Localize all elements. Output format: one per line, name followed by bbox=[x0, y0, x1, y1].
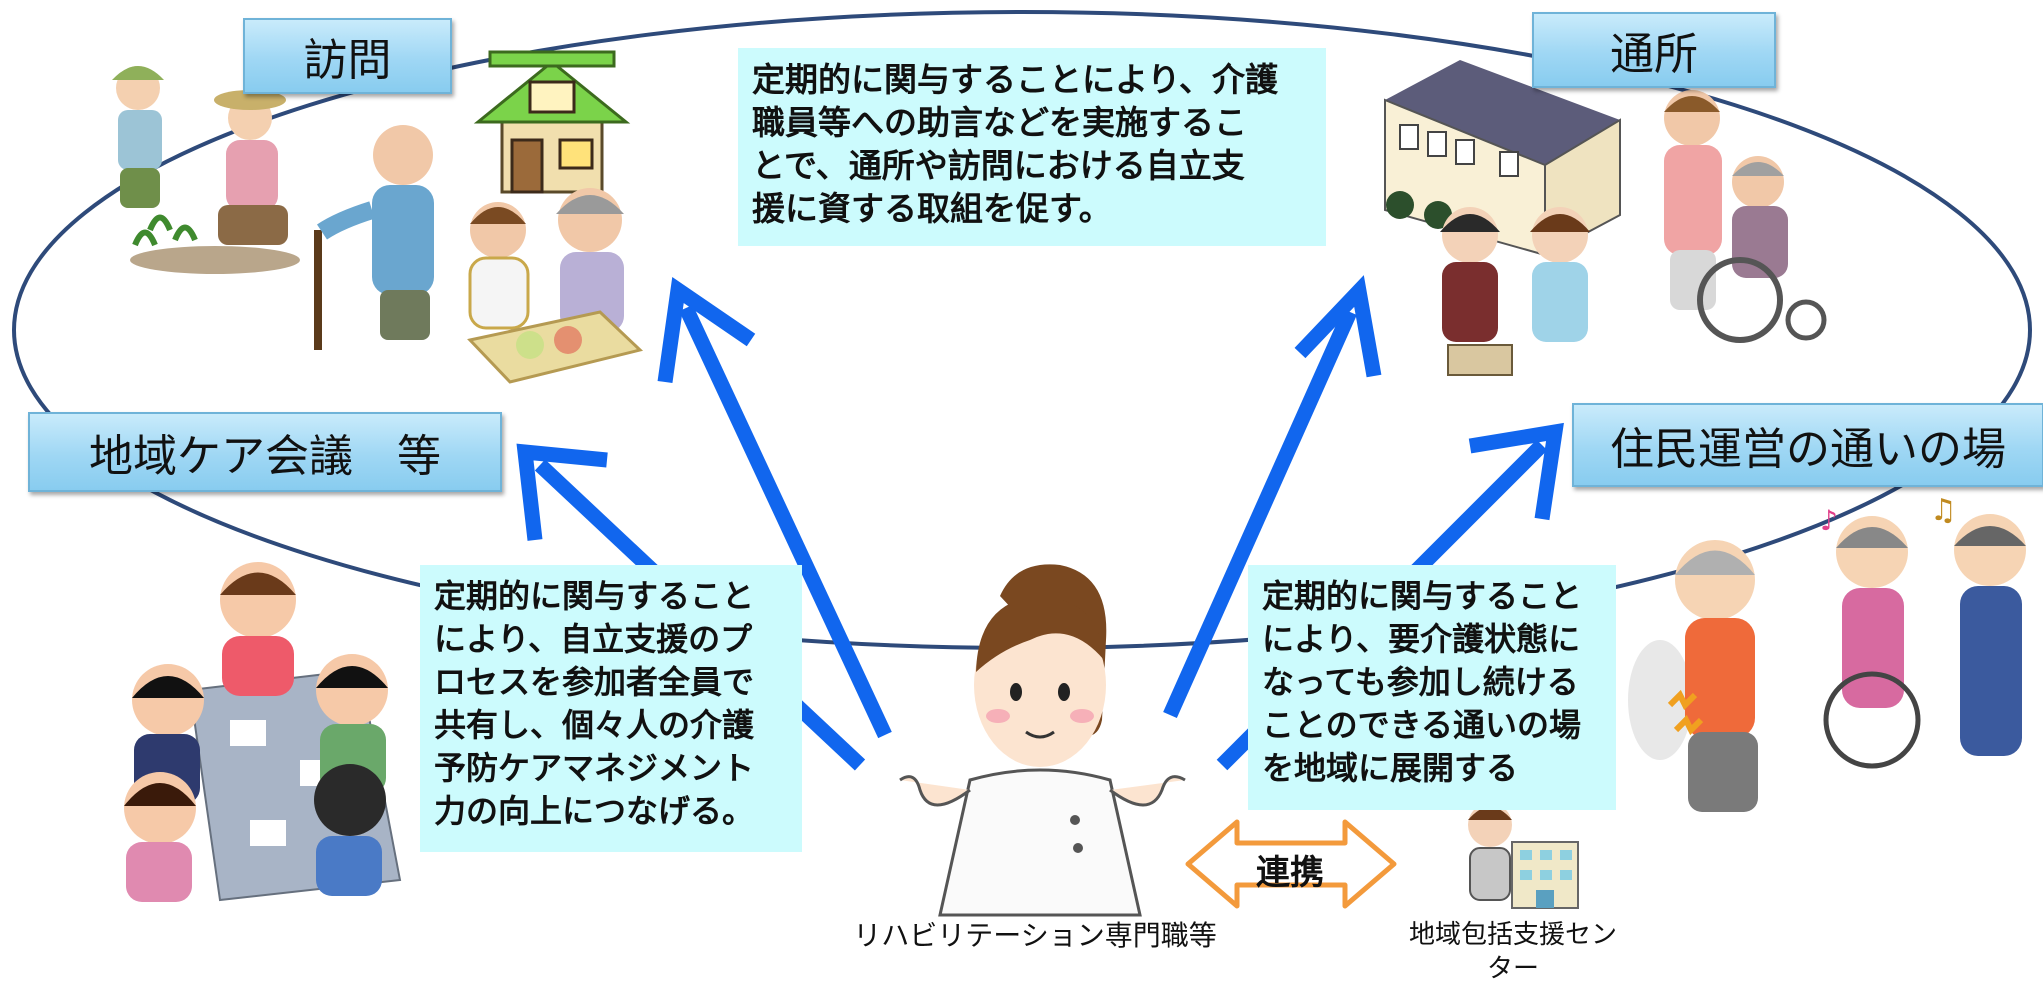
caption-support-center: 地域包括支援セン ター bbox=[1408, 920, 1617, 984]
label-resident-gathering-place: 住民運営の通いの場 bbox=[1572, 403, 2043, 487]
svg-text:♫: ♫ bbox=[1930, 493, 1957, 528]
note-visit-daycare: 定期的に関与することにより、介護 職員等への助言などを実施するこ とで、通所や訪… bbox=[738, 48, 1326, 246]
cooking-staff-illustration bbox=[1440, 207, 1590, 376]
caption-rehab-professionals: リハビリテーション専門職等 bbox=[853, 919, 1217, 952]
walking-elder-illustration bbox=[314, 125, 434, 350]
daycare-building-icon bbox=[1384, 60, 1621, 257]
arrow-to-visit bbox=[657, 276, 892, 739]
note-gathering-place: 定期的に関与すること により、要介護状態に なっても参加し続ける ことのできる通… bbox=[1248, 565, 1616, 810]
support-center-building-icon bbox=[1511, 841, 1579, 909]
care-manager-illustration bbox=[1468, 803, 1512, 901]
note-community-meeting: 定期的に関与すること により、自立支援のプ ロセスを参加者全員で 共有し、個々人… bbox=[420, 565, 802, 852]
meal-assist-illustration bbox=[467, 188, 644, 384]
meeting-table-illustration bbox=[124, 562, 402, 902]
renkei-double-arrow bbox=[1185, 819, 1397, 909]
exercise-group-illustration: ♪ ♫ bbox=[1628, 493, 2026, 812]
wheelchair-assist-illustration bbox=[1664, 90, 1827, 343]
svg-text:♪: ♪ bbox=[1820, 504, 1838, 537]
label-community-care-meeting: 地域ケア会議 等 bbox=[28, 412, 502, 492]
renkei-label: 連携 bbox=[1256, 853, 1324, 893]
label-visit: 訪問 bbox=[243, 18, 452, 94]
gardening-elders-illustration bbox=[112, 66, 300, 274]
label-daycare: 通所 bbox=[1532, 12, 1776, 88]
therapist-illustration bbox=[899, 564, 1186, 917]
arrow-to-daycare bbox=[1163, 275, 1382, 719]
house-icon bbox=[473, 50, 631, 194]
